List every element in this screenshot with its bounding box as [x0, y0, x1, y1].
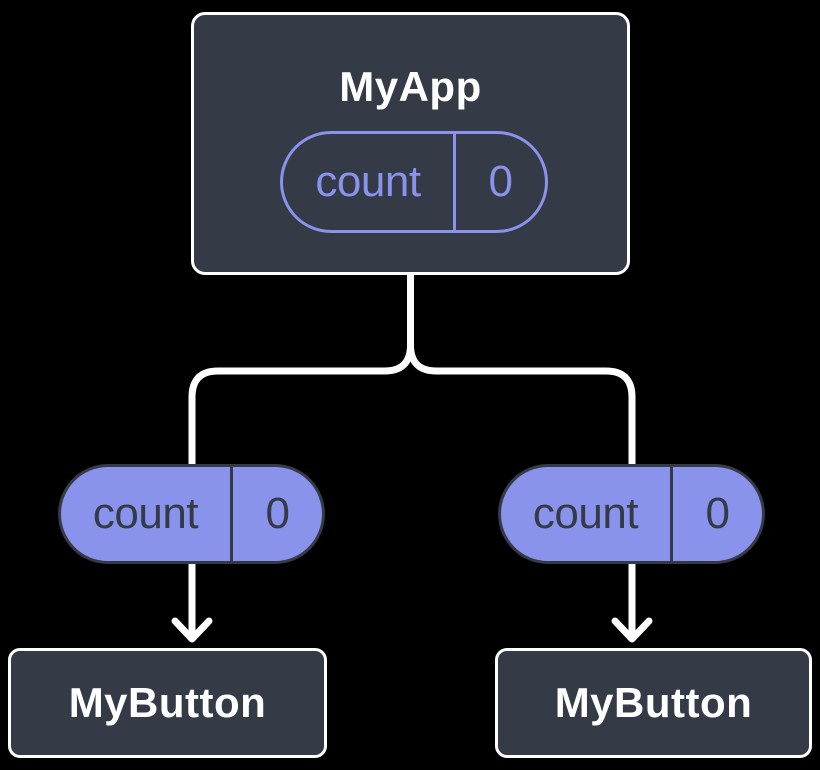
edge-root-to-left-child [188, 271, 414, 636]
arrowhead-left-icon [171, 617, 213, 643]
state-pill-root-key: count [283, 134, 456, 230]
arrowhead-right-icon [611, 617, 653, 643]
node-mybutton-right: MyButton [495, 648, 812, 758]
prop-pill-right: count 0 [498, 464, 765, 564]
state-pill-root-value: 0 [488, 157, 513, 206]
node-mybutton-right-label: MyButton [554, 679, 753, 726]
prop-pill-left: count 0 [58, 464, 325, 564]
prop-pill-left-key: count [61, 467, 233, 561]
prop-pill-right-value: 0 [705, 489, 730, 538]
node-myapp: MyApp count 0 [191, 12, 630, 275]
prop-pill-left-value: 0 [265, 489, 290, 538]
node-mybutton-left: MyButton [8, 648, 327, 758]
edge-root-to-right-child [407, 271, 636, 636]
state-pill-root: count 0 [280, 131, 548, 233]
prop-pill-right-key: count [501, 467, 673, 561]
node-myapp-label: MyApp [339, 63, 482, 110]
node-mybutton-left-label: MyButton [68, 679, 267, 726]
